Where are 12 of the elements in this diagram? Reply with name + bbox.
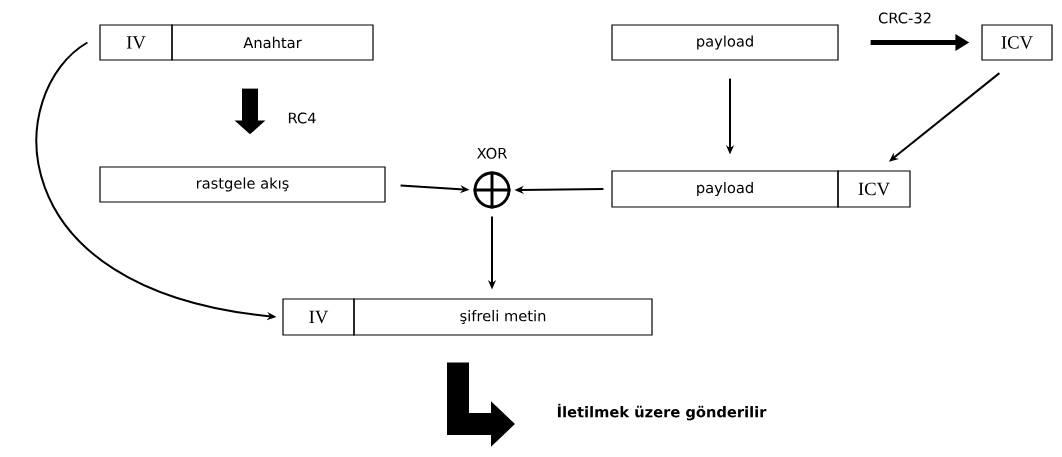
field-cell: şifreli metin (353, 298, 653, 336)
field-cell: Anahtar (171, 24, 374, 61)
field-cell: rastgele akış (99, 166, 386, 203)
field-cell: payload (611, 24, 839, 61)
field-cell: IV (282, 298, 355, 336)
edge-label: CRC-32 (878, 12, 931, 24)
field-cell: IV (99, 24, 173, 61)
note-text: İletilmek üzere gönderilir (557, 403, 767, 421)
field-cell: payload (611, 170, 839, 208)
field-cell: ICV (981, 24, 1053, 61)
field-cell: ICV (837, 170, 911, 208)
edge-label: RC4 (288, 112, 316, 124)
